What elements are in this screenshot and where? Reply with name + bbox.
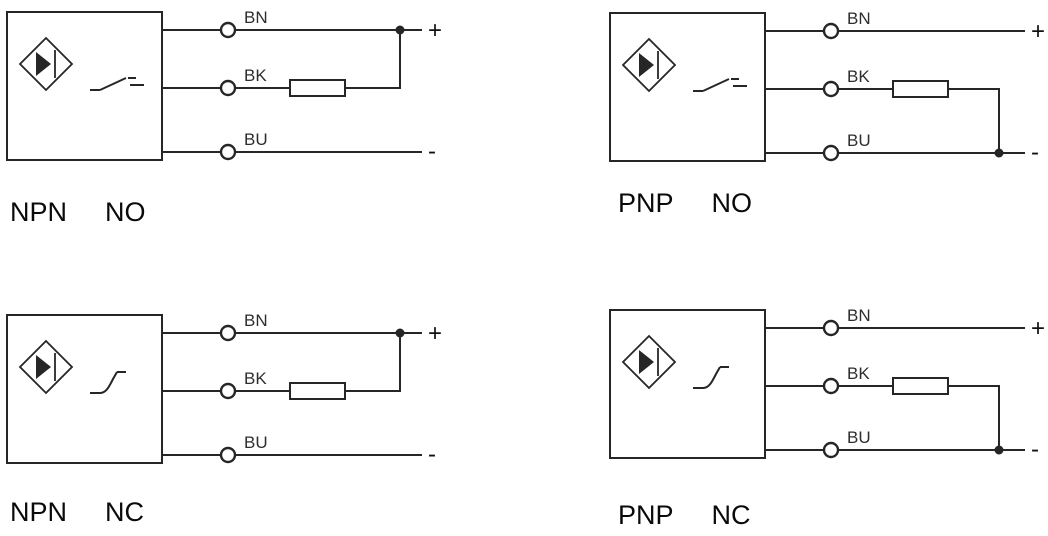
- normally-open-switch-icon: [693, 78, 747, 92]
- wiring-diagram-canvas: BN + BK BU -: [609, 306, 1045, 463]
- sensor-type-label: NPN: [10, 497, 68, 527]
- load-resistor-icon: [289, 382, 346, 400]
- wire-label-bu: BU: [847, 428, 871, 447]
- proximity-sensor-diamond-icon: [18, 339, 74, 395]
- wiring-diagram-canvas: BN + BK BU -: [6, 8, 442, 165]
- positive-terminal-label: +: [428, 320, 442, 347]
- terminal-bk: [219, 79, 237, 97]
- wire-bk-to-bu: [948, 88, 1000, 153]
- wiring-diagram-pnp-no: BN + BK BU -: [607, 9, 1048, 199]
- proximity-sensor-diamond-icon: [621, 37, 677, 93]
- wire-label-bu: BU: [244, 433, 268, 452]
- sensor-logic-label: NO: [711, 188, 753, 218]
- terminal-bk: [822, 80, 840, 98]
- junction-dot: [994, 445, 1004, 455]
- terminal-bn: [219, 21, 237, 39]
- sensor-type-label: NPN: [10, 197, 68, 227]
- normally-open-switch-icon: [90, 77, 144, 91]
- negative-terminal-label: -: [428, 441, 436, 468]
- wiring-diagram-pnp-nc: BN + BK BU -: [607, 306, 1048, 496]
- wire-label-bn: BN: [847, 306, 871, 325]
- terminal-bk: [219, 382, 237, 400]
- terminal-bu: [219, 446, 237, 464]
- sensor-logic-label: NC: [711, 500, 751, 530]
- terminal-bu: [822, 144, 840, 162]
- negative-terminal-label: -: [1031, 436, 1039, 463]
- terminal-bn: [822, 22, 840, 40]
- negative-terminal-label: -: [428, 138, 436, 165]
- positive-terminal-label: +: [1031, 315, 1045, 342]
- sensor-type-label: PNP: [618, 500, 674, 530]
- wire-label-bu: BU: [847, 131, 871, 150]
- normally-closed-switch-icon: [90, 371, 126, 394]
- wire-label-bk: BK: [244, 369, 267, 388]
- proximity-sensor-diamond-icon: [18, 36, 74, 92]
- sensor-logic-label: NC: [105, 497, 145, 527]
- normally-closed-switch-icon: [693, 366, 729, 389]
- sensor-box: [609, 309, 766, 459]
- wire-label-bk: BK: [847, 67, 870, 86]
- diagram-caption-pnp-no: PNP NO: [618, 188, 752, 219]
- positive-terminal-label: +: [428, 17, 442, 44]
- wire-bk-to-bu: [948, 385, 1000, 450]
- wire-bk-to-bn: [345, 333, 401, 392]
- junction-dot: [994, 148, 1004, 158]
- sensor-type-label: PNP: [618, 188, 674, 218]
- sensor-box: [6, 314, 163, 464]
- sensor-logic-label: NO: [105, 197, 146, 227]
- terminal-bk: [822, 377, 840, 395]
- terminal-bn: [219, 324, 237, 342]
- diagram-caption-pnp-nc: PNP NC: [618, 500, 751, 531]
- wiring-diagram-npn-no: BN + BK BU -: [4, 8, 449, 198]
- terminal-bu: [219, 143, 237, 161]
- proximity-sensor-diamond-icon: [621, 334, 677, 390]
- diagram-caption-npn-no: NPN NO: [10, 197, 146, 228]
- diagram-caption-npn-nc: NPN NC: [10, 497, 144, 528]
- wire-label-bn: BN: [847, 9, 871, 28]
- load-resistor-icon: [892, 80, 949, 98]
- wire-label-bn: BN: [244, 8, 268, 27]
- wire-label-bk: BK: [847, 364, 870, 383]
- wire-label-bn: BN: [244, 311, 268, 330]
- wire-label-bu: BU: [244, 130, 268, 149]
- wire-label-bk: BK: [244, 66, 267, 85]
- terminal-bu: [822, 441, 840, 459]
- terminal-bn: [822, 319, 840, 337]
- wiring-diagram-npn-nc: BN + BK BU -: [4, 311, 449, 501]
- negative-terminal-label: -: [1031, 139, 1039, 166]
- load-resistor-icon: [892, 377, 949, 395]
- positive-terminal-label: +: [1031, 18, 1045, 45]
- wire-bk-to-bn: [345, 30, 401, 89]
- wiring-diagram-canvas: BN + BK BU -: [609, 9, 1045, 166]
- load-resistor-icon: [289, 79, 346, 97]
- wiring-diagram-canvas: BN + BK BU -: [6, 311, 442, 468]
